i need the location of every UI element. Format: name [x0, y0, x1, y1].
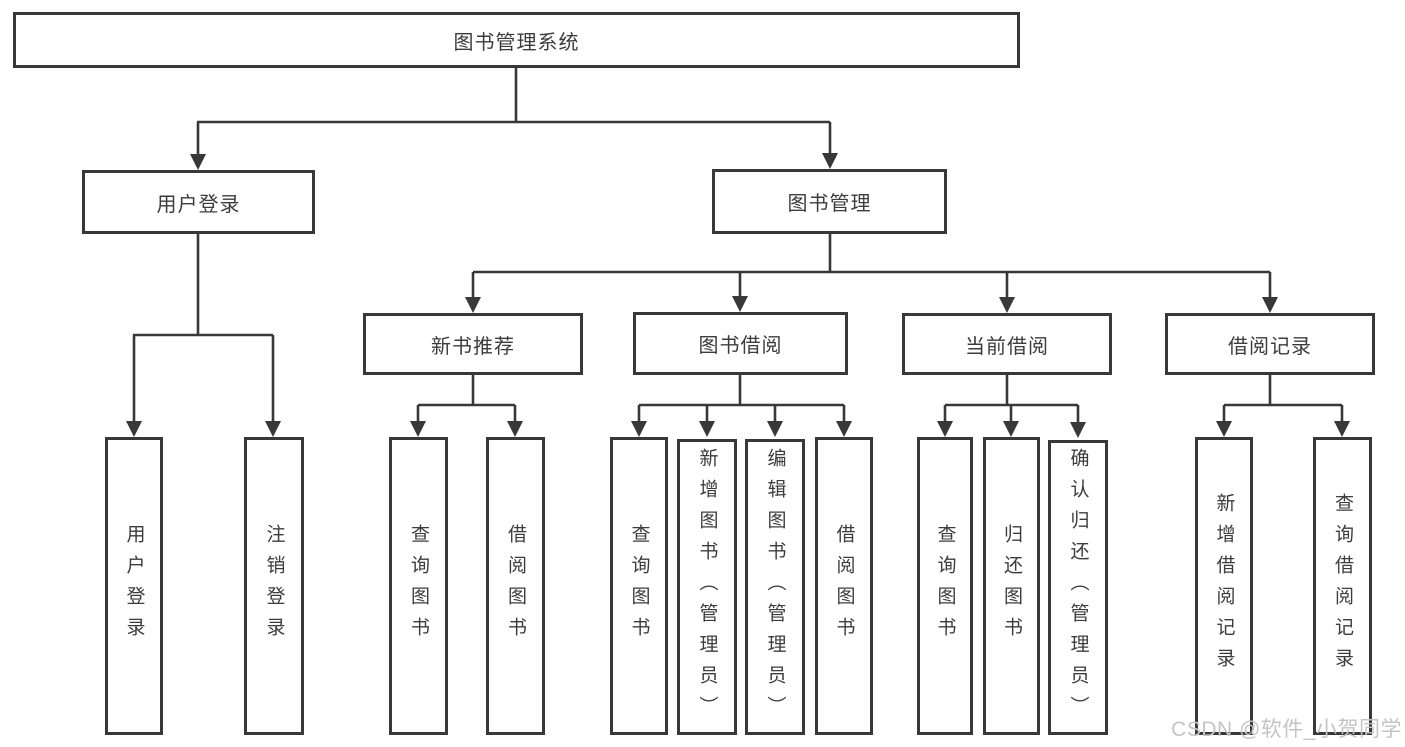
- leaf-current-query-books: 查询图书: [917, 437, 973, 735]
- node-book-borrowing: 图书借阅: [633, 312, 848, 375]
- leaf-records-query-record: 查询借阅记录: [1313, 437, 1372, 735]
- leaf-borrowing-query-books: 查询图书: [610, 437, 668, 735]
- node-root: 图书管理系统: [13, 12, 1020, 68]
- leaf-logout: 注销登录: [244, 437, 304, 735]
- leaf-borrowing-borrow-books: 借阅图书: [815, 437, 873, 735]
- node-borrowing-records: 借阅记录: [1165, 313, 1375, 375]
- node-current-borrowing: 当前借阅: [902, 313, 1112, 375]
- leaf-borrowing-edit-book-admin: 编辑图书（管理员）: [745, 439, 805, 735]
- leaf-current-confirm-return-admin: 确认归还（管理员）: [1048, 440, 1108, 735]
- leaf-current-return-books: 归还图书: [983, 437, 1040, 735]
- node-new-book-recommendation: 新书推荐: [363, 313, 583, 375]
- leaf-recommend-borrow-books: 借阅图书: [486, 437, 545, 735]
- leaf-borrowing-add-book-admin: 新增图书（管理员）: [677, 439, 737, 735]
- leaf-recommend-query-books: 查询图书: [389, 437, 448, 735]
- leaf-user-login: 用户登录: [105, 437, 163, 735]
- node-user-login: 用户登录: [82, 170, 315, 234]
- node-book-management: 图书管理: [712, 169, 947, 234]
- watermark: CSDN @软件_小贺同学: [1171, 718, 1402, 741]
- leaf-records-add-record: 新增借阅记录: [1195, 437, 1253, 735]
